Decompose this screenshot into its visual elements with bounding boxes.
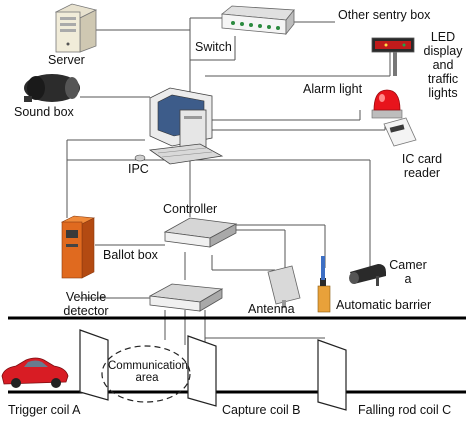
label-trigger-coil-a: Trigger coil A (8, 403, 81, 417)
label-ballot-box: Ballot box (103, 248, 158, 262)
label-antenna: Antenna (248, 302, 295, 316)
connection-lines (66, 17, 391, 345)
vehicle-detector-icon (148, 283, 224, 312)
controller-icon (163, 217, 238, 248)
label-falling-rod-coil-c: Falling rod coil C (358, 403, 452, 417)
label-alarm-light: Alarm light (303, 82, 363, 96)
ipc-computer-icon (134, 87, 224, 165)
label-automatic-barrier: Automatic barrier (336, 298, 432, 312)
label-camera: Camer a (389, 258, 427, 286)
led-display-icon (371, 37, 415, 76)
label-ic-card-reader: IC card reader (401, 152, 443, 180)
alarm-light-icon (371, 89, 403, 119)
switch-icon (220, 5, 295, 36)
label-capture-coil-b: Capture coil B (222, 403, 301, 417)
label-led-display: LED display and traffic lights (423, 30, 463, 100)
car-icon (1, 357, 69, 388)
label-controller: Controller (163, 202, 218, 216)
ballot-box-icon (60, 215, 96, 279)
label-server: Server (48, 53, 85, 67)
server-icon (54, 3, 98, 53)
label-vehicle-detector: Vehicle detector (63, 290, 109, 318)
label-switch: Switch (195, 40, 232, 54)
trigger-coil-a (79, 329, 109, 401)
label-sound-box: Sound box (14, 105, 74, 119)
sound-box-icon (24, 74, 80, 102)
automatic-barrier-icon (317, 256, 331, 313)
capture-coil-b (187, 335, 217, 407)
falling-rod-coil-c (317, 339, 347, 411)
camera-icon (349, 264, 386, 286)
label-other-sentry-box: Other sentry box (338, 8, 431, 22)
label-communication-area: Communication area (108, 360, 188, 384)
communication-area (101, 345, 191, 403)
ic-card-reader-icon (383, 117, 417, 147)
label-ipc: IPC (128, 162, 149, 176)
antenna-icon (267, 265, 301, 308)
